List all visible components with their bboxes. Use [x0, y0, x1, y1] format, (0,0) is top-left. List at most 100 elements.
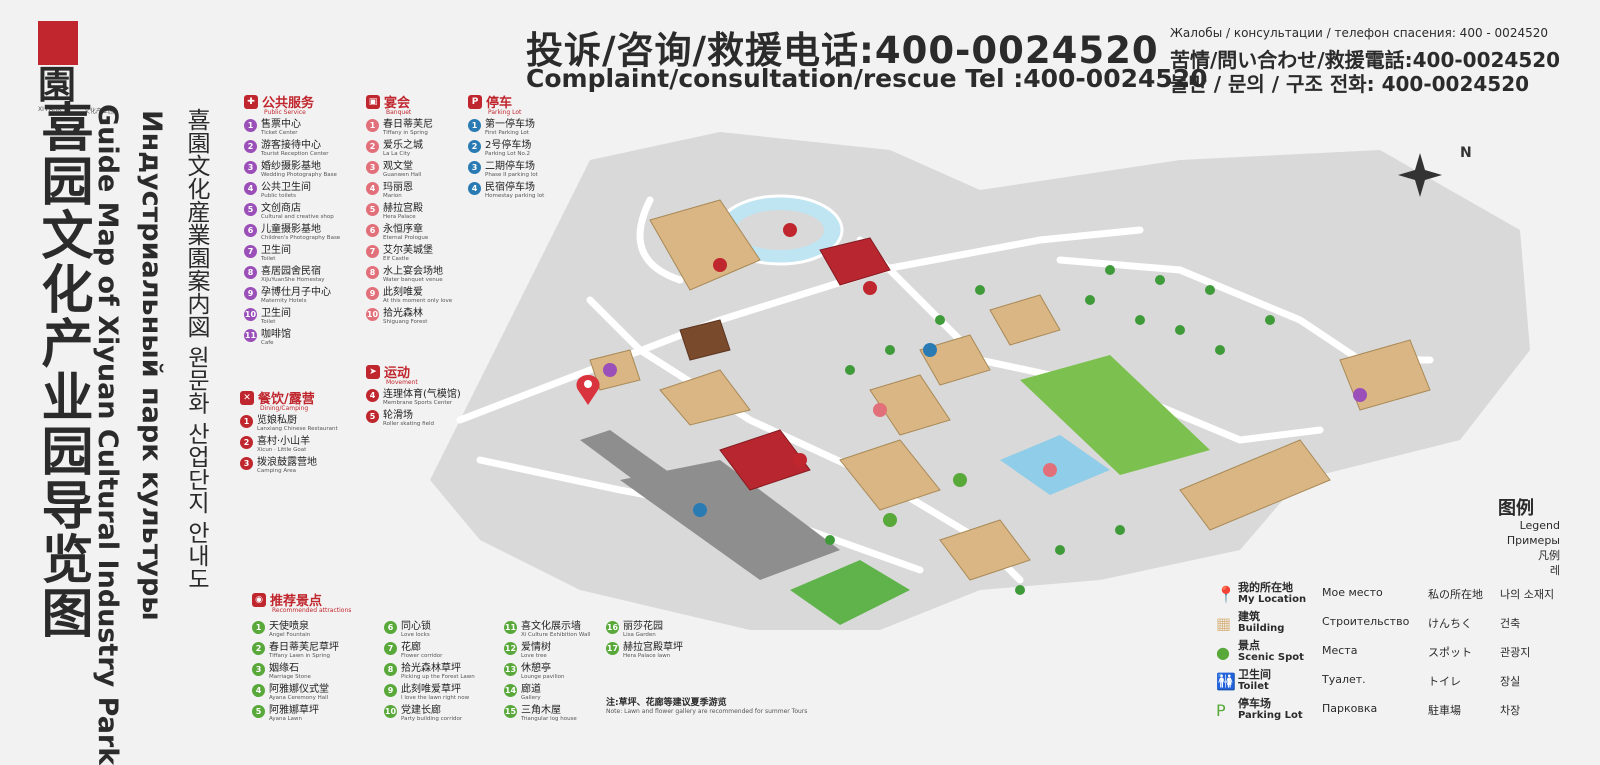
number-badge: 1: [366, 119, 379, 132]
attractions-list: ◉推荐景点 Recommended attractions: [252, 590, 632, 614]
toilet-icon: 🚻: [1216, 671, 1236, 691]
item-name-zh: 咖啡馆: [261, 329, 291, 340]
number-badge: 2: [240, 436, 253, 449]
compass-north-label: N: [1460, 145, 1472, 161]
item-name-zh: 永恒序章: [383, 224, 423, 235]
legend-label-ko: 관광지: [1500, 646, 1531, 659]
trees: [825, 265, 1275, 595]
item-name-en: Hera Palace: [383, 214, 416, 220]
number-badge: 5: [252, 705, 265, 718]
logo-glyph-yuan: 園: [38, 63, 79, 107]
item-name-en: Shiguang Forest: [383, 319, 428, 325]
banquet-heading: ▣宴会: [366, 92, 466, 111]
my-location-pin[interactable]: [576, 375, 600, 405]
number-badge: 8: [244, 266, 257, 279]
legend-label-en: Parking Lot: [1238, 710, 1303, 721]
item-name-en: Triangular log house: [521, 716, 577, 722]
item-name-zh: 轮滑场: [383, 410, 413, 421]
item-name-en: Elf Castle: [383, 256, 409, 262]
item-name-en: Love tree: [521, 653, 547, 659]
item-name-zh: 天使喷泉: [269, 621, 309, 632]
item-name-zh: 党建长廊: [401, 705, 441, 716]
item-name-zh: 丽莎花园: [623, 621, 663, 632]
item-name-zh: 儿童摄影基地: [261, 224, 321, 235]
dining-heading: ✕餐饮/露营: [240, 388, 360, 407]
legend-title: 图例: [1498, 498, 1534, 519]
number-badge: 4: [366, 389, 379, 402]
item-name-zh: 阿雅娜仪式堂: [269, 684, 329, 695]
item-name-zh: 拾光森林: [383, 308, 423, 319]
item-name-zh: 民宿停车场: [485, 182, 535, 193]
item-name-zh: 第一停车场: [485, 119, 535, 130]
number-badge: 3: [252, 663, 265, 676]
banquet-icon: ▣: [366, 94, 380, 109]
legend-label-en: Scenic Spot: [1238, 652, 1304, 663]
park-map[interactable]: N: [420, 120, 1540, 650]
legend-label-jp: 駐車場: [1428, 704, 1461, 717]
item-name-en: Wedding Photography Base: [261, 172, 337, 178]
title-japanese-korean: 喜園文化産業園案内図 원문화 산업단지 안내도: [183, 108, 209, 590]
item-name-zh: 春日蒂芙尼草坪: [269, 642, 339, 653]
item-name-zh: 喜居园舍民宿: [261, 266, 321, 277]
number-badge: 12: [504, 642, 517, 655]
banquet-title-en: Banquet: [386, 109, 412, 116]
number-badge: 11: [504, 621, 517, 634]
item-name-zh: 2号停车场: [485, 140, 532, 151]
item-name-en: Roller skating field: [383, 421, 434, 427]
item-name-zh: 水上宴会场地: [383, 266, 443, 277]
item-name-zh: 观文堂: [383, 161, 413, 172]
item-name-zh: 喜村·小山羊: [257, 436, 311, 447]
title-english: Guide Map of Xiyuan Cultural Industry Pa…: [92, 104, 123, 765]
legend-label-jp: 私の所在地: [1428, 588, 1483, 601]
number-badge: 5: [366, 203, 379, 216]
item-name-en: XiJuYuanShe Homestay: [261, 277, 325, 283]
item-name-zh: 卫生间: [261, 245, 291, 256]
item-name-en: Homestay parking lot: [485, 193, 545, 199]
legend-label-ko: 건축: [1500, 617, 1521, 630]
map-markers[interactable]: [603, 223, 1367, 527]
number-badge: 1: [244, 119, 257, 132]
item-name-en: Party building corridor: [401, 716, 463, 722]
item-name-zh: 休憩亭: [521, 663, 551, 674]
dining-icon: ✕: [240, 390, 254, 405]
number-badge: 9: [366, 287, 379, 300]
legend-label-jp: トイレ: [1428, 675, 1461, 688]
item-name-en: Guanwen Hall: [383, 172, 422, 178]
legend-label-zh: 我的所在地: [1238, 581, 1293, 594]
item-name-zh: 文创商店: [261, 203, 301, 214]
complaint-tel-russian: Жалобы / консультации / телефон спасения…: [1170, 26, 1548, 40]
item-name-zh: 此刻唯爱草坪: [401, 684, 461, 695]
logo-glyph-xi: 囍: [38, 21, 79, 65]
number-badge: 7: [384, 642, 397, 655]
building-icon: ▦: [1216, 613, 1232, 633]
number-badge: 3: [468, 161, 481, 174]
legend-label-zh: 停车场: [1238, 697, 1271, 710]
number-badge: 4: [244, 182, 257, 195]
item-name-zh: 此刻唯爱: [383, 287, 423, 298]
legend-label-ko: 차장: [1500, 704, 1521, 717]
item-name-en: Camping Area: [257, 468, 296, 474]
item-name-en: Ayana Ceremony Hall: [269, 695, 329, 701]
item-name-en: Tiffany Lawn in Spring: [269, 653, 331, 659]
item-name-en: Xi Culture Exhibition Wall: [521, 632, 591, 638]
